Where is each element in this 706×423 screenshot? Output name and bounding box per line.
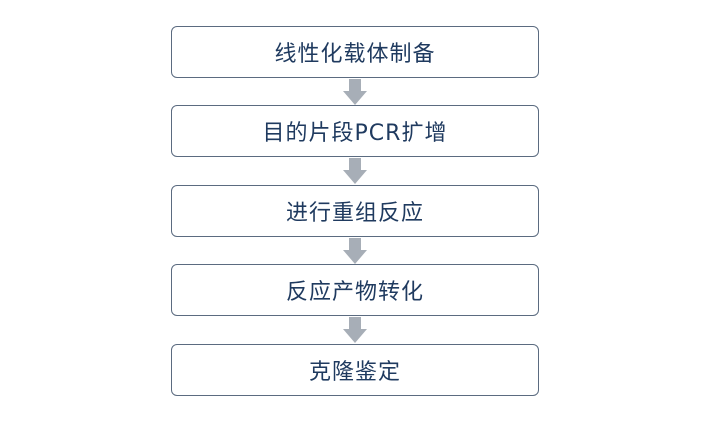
step-box-recombination-reaction: 进行重组反应: [171, 185, 539, 237]
down-arrow-icon: [343, 79, 367, 105]
down-arrow-icon: [343, 158, 367, 184]
step-label: 线性化载体制备: [274, 42, 436, 67]
step-box-pcr-amplification: 目的片段PCR扩增: [171, 105, 539, 157]
step-box-linearized-vector-prep: 线性化载体制备: [171, 26, 539, 78]
step-box-product-transformation: 反应产物转化: [171, 264, 539, 316]
step-label: 进行重组反应: [285, 201, 424, 226]
down-arrow-icon: [343, 317, 367, 343]
down-arrow-icon: [343, 238, 367, 264]
step-label: 反应产物转化: [285, 280, 424, 305]
step-box-clone-identification: 克隆鉴定: [171, 344, 539, 396]
step-label: 目的片段PCR扩增: [262, 121, 448, 146]
step-label: 克隆鉴定: [308, 360, 401, 385]
